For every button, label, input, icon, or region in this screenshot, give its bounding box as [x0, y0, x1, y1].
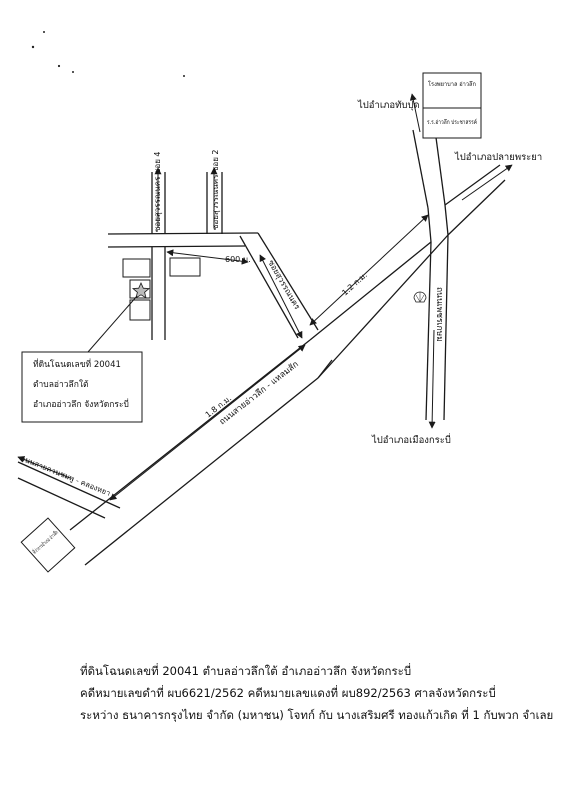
parcel-box-line2: ตำบลอ่าวลึกใต้: [33, 379, 89, 390]
label-soi-2: ซอยสุวรรณนคร ซอย 2: [211, 149, 220, 230]
distance-line-18km: [109, 344, 306, 501]
distance-line-12km: [309, 214, 429, 326]
distance-line-soi: [259, 254, 303, 339]
label-to-plai-phraya: ไปอำเภอปลายพระยา: [454, 151, 542, 163]
hospital-label: โรงพยาบาล อ่าวลึก: [428, 80, 476, 88]
arrow-mueang-krabi: [428, 329, 436, 429]
parcel-star-marker: [131, 282, 151, 299]
school-label: ร.ร.อ่าวลึก ประชาสรรค์: [427, 118, 477, 126]
parcel-rect-right: [169, 257, 201, 277]
footer-line2: คดีหมายเลขดำที่ ผบ6621/2562 คดีหมายเลขแด…: [80, 686, 496, 700]
label-main-road: ถนนสายอ่าวลึก - แหลมสัก: [218, 360, 301, 428]
arrow-tap-put: [409, 93, 421, 133]
scan-specks: [31, 31, 185, 77]
plai-phraya-road: [444, 164, 506, 236]
parcel-info-box: ที่ดินโฉนดเลขที่ 20041 ตำบลอ่าวลึกใต้ อำ…: [21, 351, 143, 423]
highway-road: [412, 129, 449, 421]
case-footer: ที่ดินโฉนดเลขที่ 20041 ตำบลอ่าวลึกใต้ อำ…: [80, 660, 554, 726]
school-box: ร.ร.อ่าวลึก ประชาสรรค์: [422, 107, 482, 139]
footer-line3: ระหว่าง ธนาคารกรุงไทย จำกัด (มหาชน) โจทก…: [80, 708, 554, 722]
label-soi-4: ซอยสุวรรณนคร ซอย 4: [153, 151, 162, 232]
shell-gas-station-icon: [413, 291, 427, 303]
hospital-box: โรงพยาบาล อ่าวลึก: [422, 72, 482, 109]
parcel-pointer-line: [87, 295, 138, 353]
label-left-road: ถนนสายควนชมพู - คลองหยา: [19, 454, 111, 498]
label-to-tap-put: ไปอำเภอทับปุด: [357, 99, 420, 111]
left-road: [17, 461, 121, 519]
label-to-mueang-krabi: ไปอำเภอเมืองกระบี่: [371, 433, 451, 446]
label-12km: 1.2 ก.ม.: [340, 270, 369, 297]
parcel-rect-bottom: [129, 299, 151, 321]
parcel-box-line1: ที่ดินโฉนดเลขที่ 20041: [33, 358, 121, 370]
arrow-plai-phraya: [461, 164, 513, 201]
district-office-box: ที่ว่าการอำเภอ อ่าวลึก: [20, 517, 76, 573]
parcel-rect-top: [122, 258, 151, 278]
arrow-left-road: [17, 456, 71, 479]
label-600m: 600 ม.: [225, 255, 251, 264]
parcel-box-line3: อำเภออ่าวลึก จังหวัดกระบี่: [33, 398, 129, 410]
footer-line1: ที่ดินโฉนดเลขที่ 20041 ตำบลอ่าวลึกใต้ อำ…: [80, 664, 412, 678]
label-highway: ถนนเพชรเกษม: [434, 287, 444, 342]
soi-suwan-road: [239, 232, 319, 339]
horizontal-soi: [107, 232, 259, 248]
distance-line-600m: [166, 249, 249, 265]
soi-2-road: [206, 172, 223, 234]
soi-4-road: [151, 172, 166, 340]
